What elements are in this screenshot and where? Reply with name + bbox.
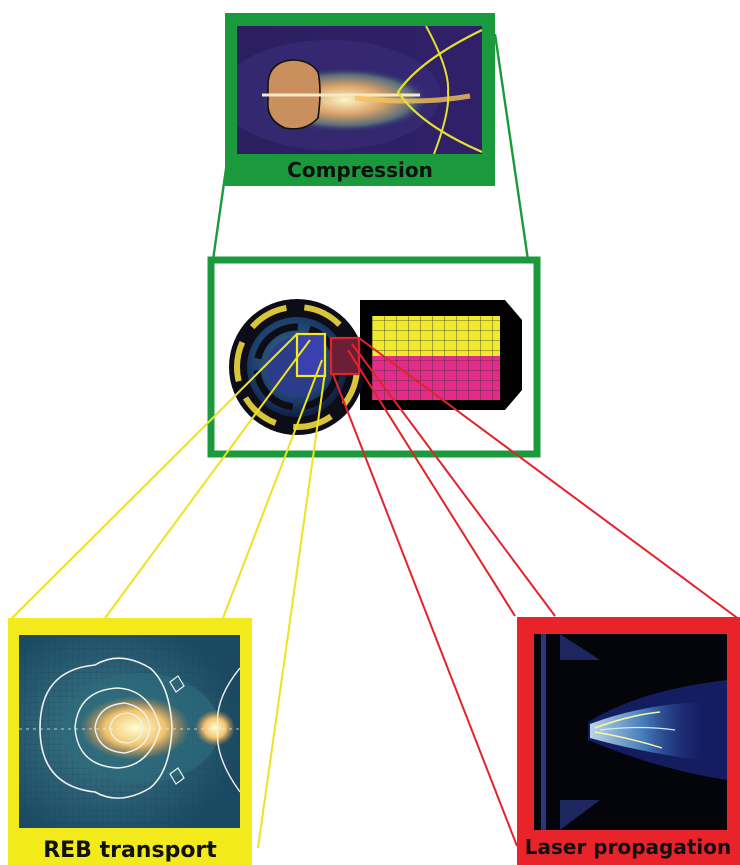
compression-label: Compression — [287, 158, 433, 182]
laser-simulation-image — [534, 634, 727, 830]
compression-simulation-image — [237, 26, 482, 154]
compression-connector-lines — [211, 33, 530, 261]
reb-transport-panel: REB transport — [8, 618, 252, 865]
reb-simulation-image — [19, 635, 240, 828]
laser-connector-lines — [332, 337, 740, 847]
reb-transport-label: REB transport — [43, 838, 217, 863]
reb-connector-lines — [11, 333, 326, 849]
compression-panel: Compression — [225, 13, 495, 186]
laser-propagation-panel: Laser propagation — [517, 617, 740, 865]
target-panel — [207, 256, 541, 458]
laser-propagation-label: Laser propagation — [525, 835, 731, 859]
laser-zoom-box — [329, 336, 361, 376]
reb-zoom-box — [295, 332, 327, 378]
